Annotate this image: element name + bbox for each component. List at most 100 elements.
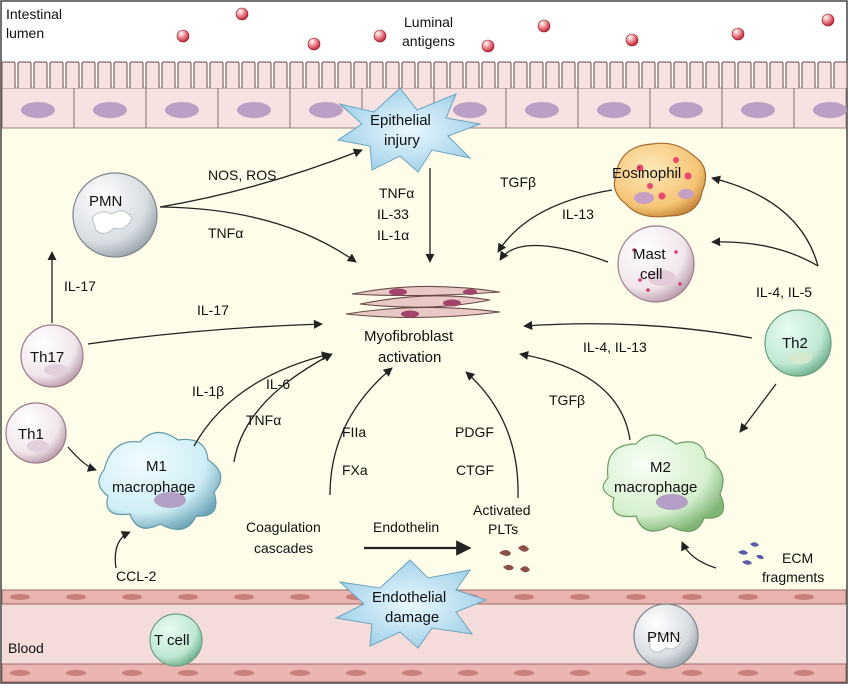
arrow-plts-to-myofibroblast <box>465 371 519 499</box>
endothelial-nucleus <box>66 670 86 676</box>
label-fiia: FIIa <box>342 424 366 440</box>
label-tgfb-m2: TGFβ <box>549 392 585 408</box>
label-il17-up: IL-17 <box>64 278 96 294</box>
microvillus <box>145 61 160 88</box>
endothelial-damage-star: Endothelial damage <box>334 559 488 649</box>
microvillus <box>737 61 752 88</box>
label-il33: IL-33 <box>377 206 409 222</box>
arrow-th1-to-m1 <box>67 446 97 472</box>
endothelial-nucleus <box>66 594 86 600</box>
endothelial-nucleus <box>10 594 30 600</box>
microvillus <box>337 61 352 88</box>
label-tgfb-eosinophil: TGFβ <box>500 174 536 190</box>
luminal-antigens-label-line2: antigens <box>402 33 455 49</box>
label-il17-center: IL-17 <box>197 302 229 318</box>
microvillus <box>641 61 656 88</box>
t-cell-label: T cell <box>154 632 190 649</box>
mast-cell: Mast cell <box>617 225 695 303</box>
m1-label-line1: M1 <box>146 458 167 475</box>
label-ctgf: CTGF <box>456 462 494 478</box>
label-endothelin: Endothelin <box>373 519 439 535</box>
mast-label-line1: Mast <box>633 246 666 263</box>
arrow-th17-to-myofibroblast <box>87 319 323 345</box>
epithelial-nucleus <box>165 102 199 118</box>
lumen-label-line2: lumen <box>6 25 44 41</box>
epithelial-nucleus <box>21 102 55 118</box>
endothelial-nucleus <box>234 594 254 600</box>
microvillus <box>177 61 192 88</box>
ecm-label-line1: ECM <box>782 550 813 566</box>
arrow-th2-to-myofibroblast <box>523 320 753 339</box>
microvillus <box>193 61 208 88</box>
eosinophil-label: Eosinophil <box>612 165 681 182</box>
microvillus <box>513 61 528 88</box>
activated-plts-line2: PLTs <box>488 521 518 537</box>
microvillus <box>705 61 720 88</box>
epithelial-nucleus <box>741 102 775 118</box>
epithelial-injury-star: Epithelial injury <box>336 87 482 173</box>
epithelial-nucleus <box>453 102 487 118</box>
epithelial-injury-line2: injury <box>384 132 420 149</box>
th2-cell: Th2 <box>764 309 832 377</box>
ecm-label-line2: fragments <box>762 569 824 585</box>
microvillus <box>401 61 416 88</box>
pmn-cell-blood: PMN <box>633 603 699 669</box>
label-il4-il13: IL-4, IL-13 <box>583 339 647 355</box>
lumen-label-line1: Intestinal <box>6 6 62 22</box>
microvillus <box>561 61 576 88</box>
microvillus <box>657 61 672 88</box>
microvillus <box>753 61 768 88</box>
luminal-antigens <box>176 7 835 53</box>
activated-platelets <box>499 545 530 573</box>
th2-label: Th2 <box>782 335 808 352</box>
microvillus <box>673 61 688 88</box>
endothelial-nucleus <box>682 670 702 676</box>
endothelial-nucleus <box>738 670 758 676</box>
pmn-label: PMN <box>89 193 122 210</box>
microvillus <box>609 61 624 88</box>
th17-cell: Th17 <box>20 324 84 388</box>
arrow-ccl2-to-m1 <box>114 531 131 569</box>
epithelial-nucleus <box>597 102 631 118</box>
mast-label-line2: cell <box>640 266 663 283</box>
microvillus <box>305 61 320 88</box>
myofibroblast-label-line1: Myofibroblast <box>364 328 454 345</box>
arrow-m2-to-myofibroblast <box>519 350 631 441</box>
microvillus <box>65 61 80 88</box>
endothelial-nucleus <box>626 670 646 676</box>
microvillus <box>545 61 560 88</box>
arrows <box>47 148 819 569</box>
microvillus <box>81 61 96 88</box>
label-tnfa-epithelial: TNFα <box>379 185 414 201</box>
label-fxa: FXa <box>342 462 368 478</box>
label-tnfa-pmn: TNFα <box>208 225 243 241</box>
m2-label-line1: M2 <box>650 459 671 476</box>
endothelial-nucleus <box>10 670 30 676</box>
coagulation-label-line1: Coagulation <box>246 519 321 535</box>
microvillus <box>625 61 640 88</box>
label-tnfa-m1: TNFα <box>246 412 281 428</box>
microvillus <box>97 61 112 88</box>
microvillus <box>321 61 336 88</box>
blood-label: Blood <box>8 640 44 656</box>
microvillus <box>161 61 176 88</box>
label-il1a: IL-1α <box>377 227 409 243</box>
arrow-m1-to-myofibroblast-il1b <box>193 351 331 447</box>
label-pdgf: PDGF <box>455 424 494 440</box>
epithelial-nucleus <box>237 102 271 118</box>
endothelial-nucleus <box>178 670 198 676</box>
microvillus <box>465 61 480 88</box>
arrow-eosinophil-to-myofibroblast <box>497 189 613 253</box>
microvillus <box>577 61 592 88</box>
arrow-coagulation-to-myofibroblast <box>329 367 393 496</box>
endothelial-nucleus <box>290 670 310 676</box>
endothelial-nucleus <box>122 670 142 676</box>
myofibroblast-label-line2: activation <box>378 349 441 366</box>
epithelial-nucleus <box>669 102 703 118</box>
microvillus <box>481 61 496 88</box>
endothelial-nucleus <box>570 670 590 676</box>
arrow-th2-to-m2 <box>739 383 777 433</box>
label-il13-mast: IL-13 <box>562 206 594 222</box>
